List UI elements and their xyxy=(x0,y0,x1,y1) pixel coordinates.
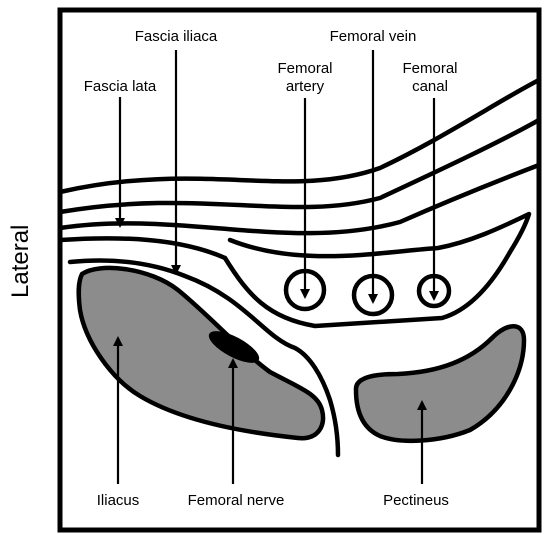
fascia-lata-layer xyxy=(60,238,225,258)
femoral-canal-label-line1: Femoral xyxy=(402,60,457,77)
fascia-iliaca-label: Fascia iliaca xyxy=(135,28,218,45)
lateral-label: Lateral xyxy=(7,225,34,298)
fascia-layer-3 xyxy=(60,165,539,233)
fascia-layer-1 xyxy=(60,80,539,192)
femoral-canal-label-line2: canal xyxy=(412,78,448,95)
femoral-vein-label: Femoral vein xyxy=(330,28,417,45)
femoral-artery-label-line1: Femoral xyxy=(277,60,332,77)
pectineus-muscle xyxy=(356,326,524,441)
fascia-lata-label: Fascia lata xyxy=(84,78,157,95)
iliacus-label: Iliacus xyxy=(97,492,140,509)
femoral-nerve-label: Femoral nerve xyxy=(188,492,285,509)
fascia-layer-2 xyxy=(60,120,539,212)
femoral-artery-label-line2: artery xyxy=(286,78,325,95)
pectineus-label: Pectineus xyxy=(383,492,449,509)
